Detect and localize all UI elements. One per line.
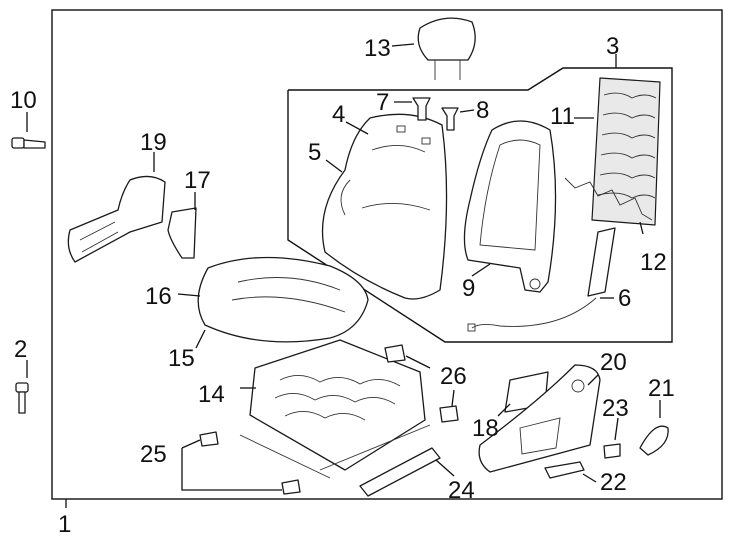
- callout-7: 7: [376, 89, 389, 116]
- bolt-part-10[interactable]: [11, 137, 46, 149]
- side-shield-part[interactable]: [67, 175, 166, 263]
- side-trim-panel-part[interactable]: [478, 364, 601, 473]
- callout-23: 23: [602, 395, 629, 422]
- callout-8: 8: [476, 97, 489, 124]
- callout-16: 16: [145, 283, 172, 310]
- seatback-frame-part[interactable]: [463, 120, 557, 293]
- leader-lines: [26, 43, 661, 508]
- callout-4: 4: [332, 101, 345, 128]
- callout-25: 25: [140, 441, 167, 468]
- seatback-subassembly-frame: [287, 67, 673, 343]
- knob-part[interactable]: [603, 443, 621, 459]
- callout-11: 11: [550, 103, 575, 130]
- callout-2: 2: [14, 336, 27, 363]
- callout-14: 14: [198, 381, 225, 408]
- callout-5: 5: [308, 139, 321, 166]
- callout-1: 1: [58, 511, 71, 538]
- spring-mat-part[interactable]: [591, 77, 661, 226]
- track-cover-part[interactable]: [359, 447, 441, 497]
- callout-22: 22: [600, 469, 627, 496]
- seat-cushion-part[interactable]: [197, 256, 369, 343]
- callout-21: 21: [648, 375, 675, 402]
- switch-knob-part[interactable]: [639, 425, 669, 456]
- headrest-guide-part-8[interactable]: [441, 107, 459, 131]
- callout-12: 12: [640, 249, 667, 276]
- lever-part[interactable]: [544, 461, 585, 479]
- side-airbag-part[interactable]: [467, 227, 616, 332]
- seat-track-frame-part[interactable]: [239, 339, 431, 479]
- callout-20: 20: [600, 349, 627, 376]
- clip-part-25b[interactable]: [281, 479, 301, 495]
- trim-cover-part[interactable]: [167, 207, 197, 259]
- bolt-part-2[interactable]: [15, 382, 29, 414]
- headrest-guide-part-7[interactable]: [412, 97, 431, 121]
- callout-labels: 1 2 3 4 5 6 7 8 9 10 11 12 13 14 15 16 1…: [10, 33, 675, 538]
- seatback-cushion-part[interactable]: [321, 113, 448, 300]
- clip-part-26a[interactable]: [384, 344, 406, 363]
- callout-9: 9: [462, 275, 475, 302]
- callout-18: 18: [472, 415, 499, 442]
- callout-19: 19: [140, 129, 167, 156]
- callout-6: 6: [618, 285, 631, 312]
- callout-26: 26: [440, 363, 467, 390]
- callout-15: 15: [168, 345, 195, 372]
- callout-17: 17: [184, 167, 211, 194]
- clip-part-25a[interactable]: [199, 431, 219, 447]
- callout-10: 10: [10, 87, 37, 114]
- headrest-part[interactable]: [417, 17, 476, 80]
- support-wire-part[interactable]: [564, 177, 653, 221]
- clip-part-26b[interactable]: [439, 405, 459, 423]
- callout-13: 13: [364, 35, 391, 62]
- callout-3: 3: [606, 33, 619, 60]
- assembly-frame: [51, 9, 723, 500]
- callout-24: 24: [448, 477, 475, 504]
